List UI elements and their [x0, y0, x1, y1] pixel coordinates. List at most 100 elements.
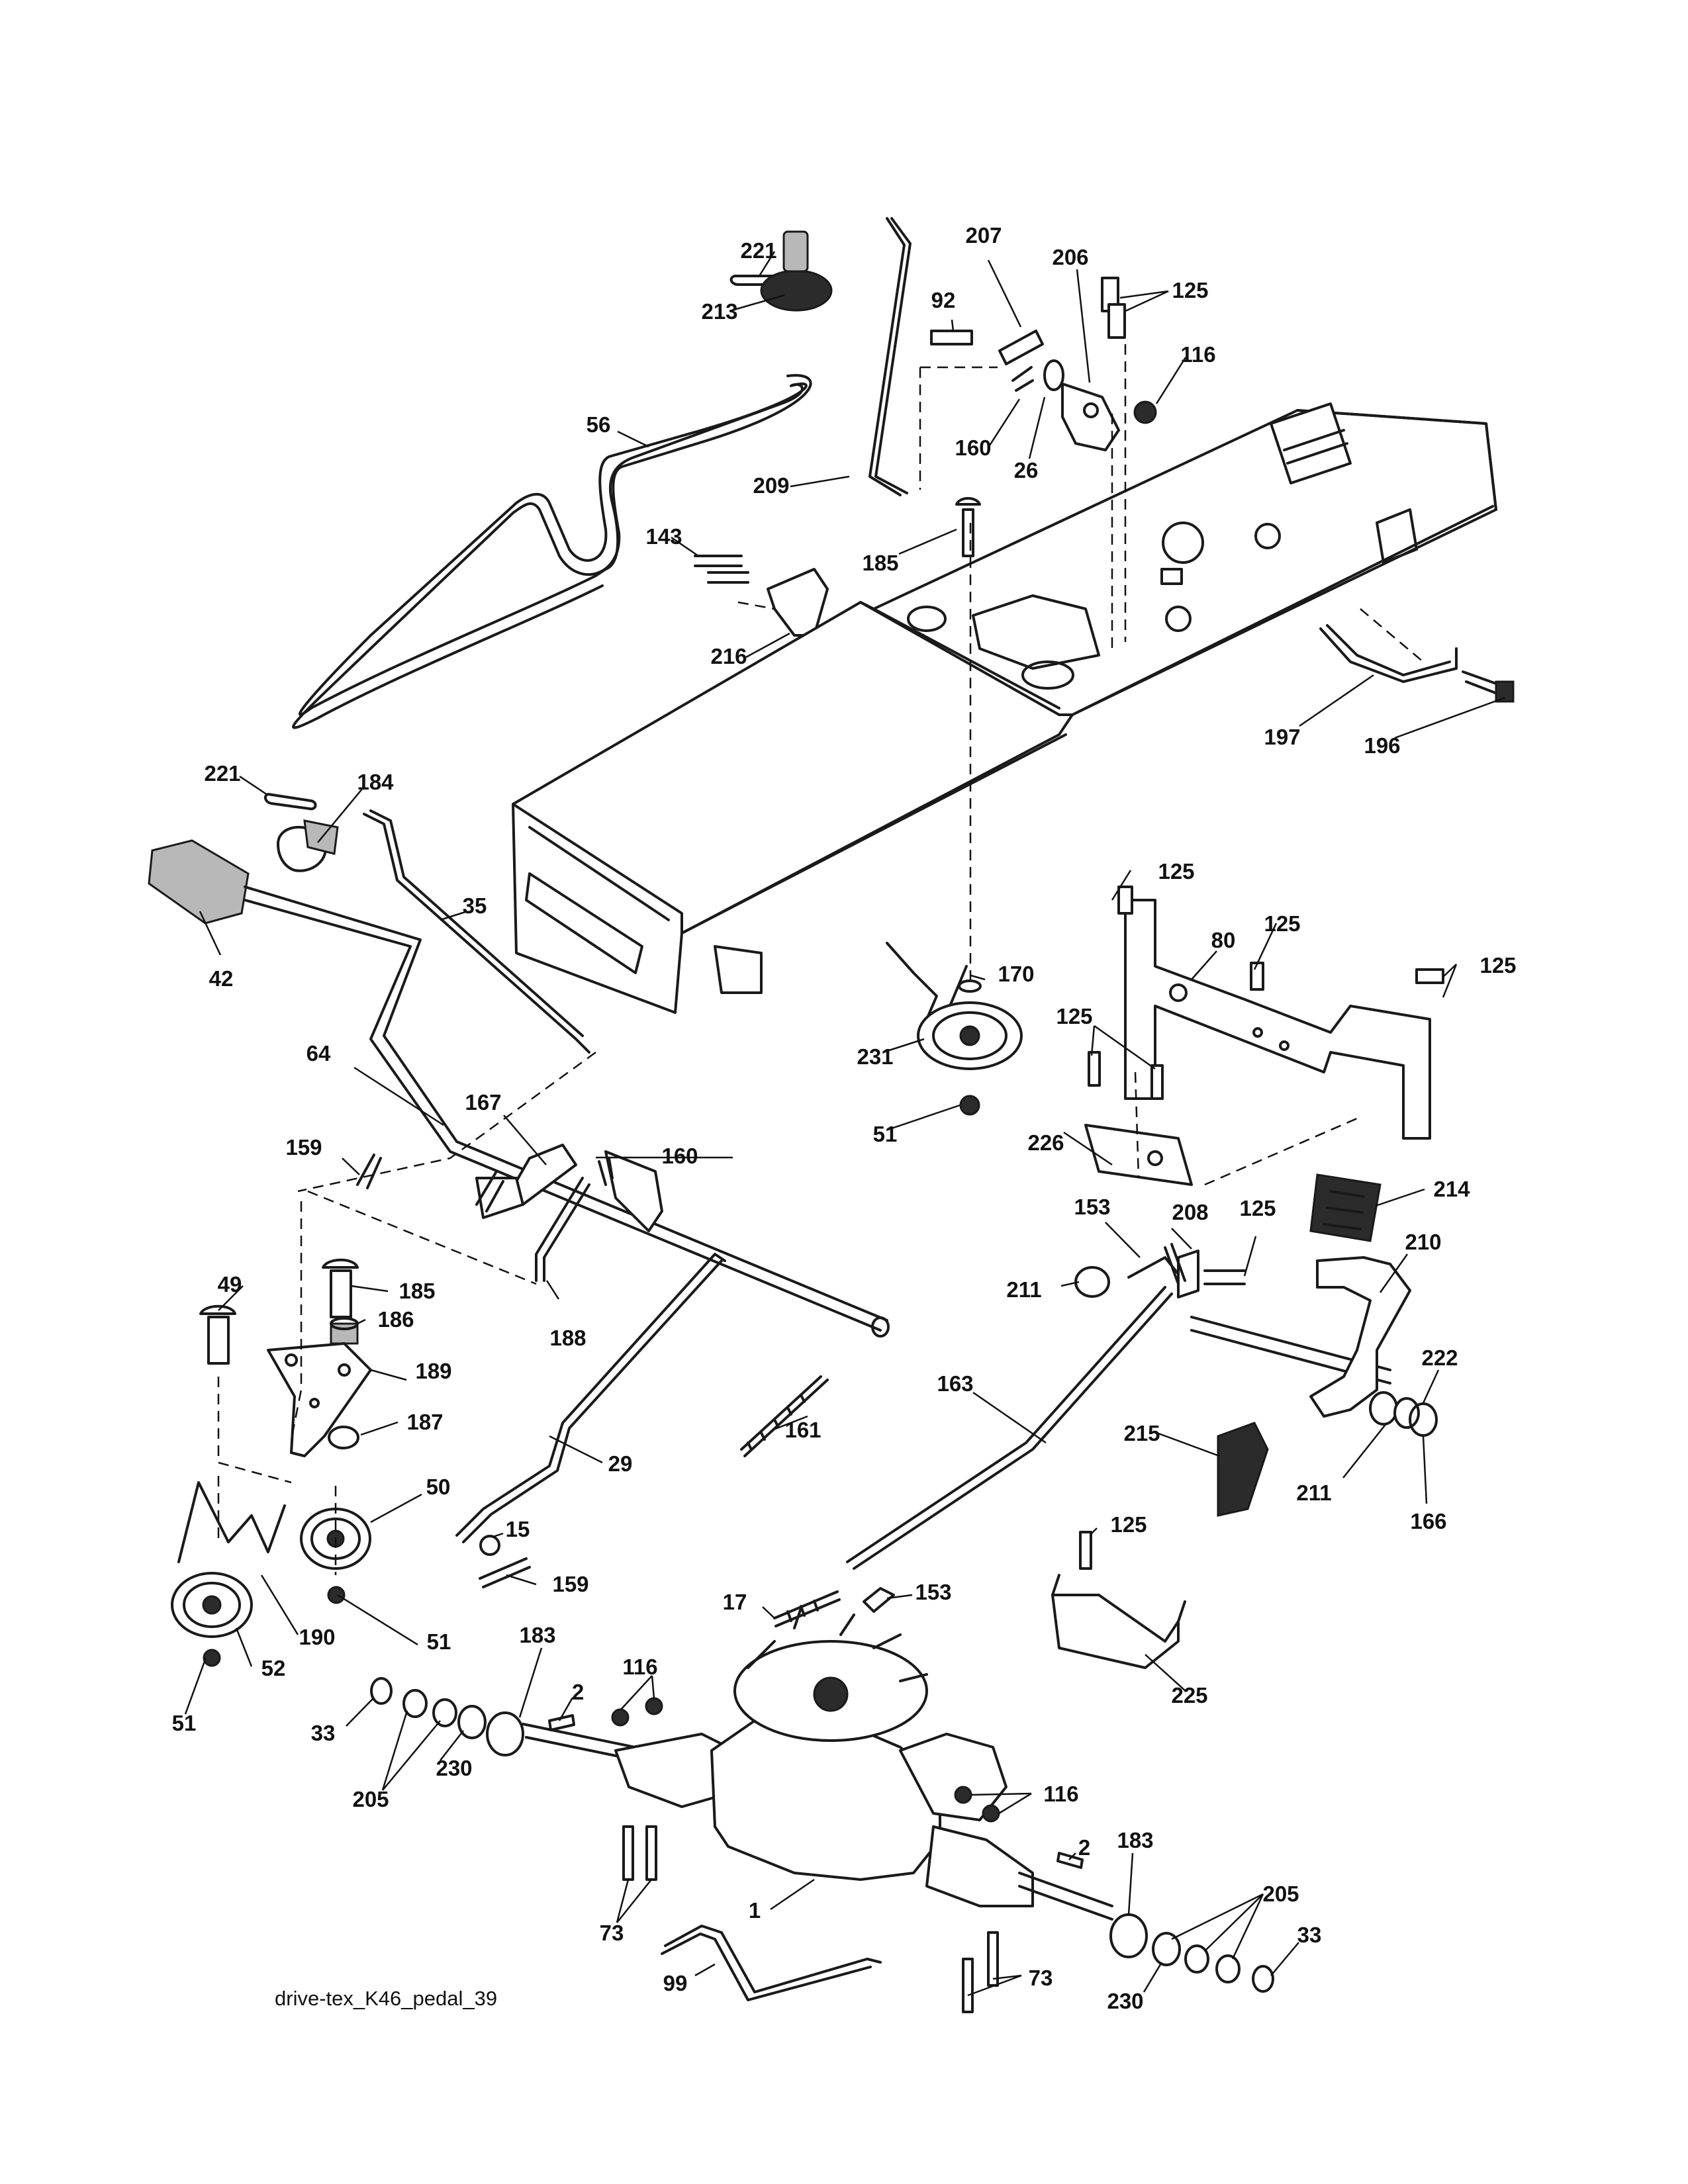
callout-160-mid: 160 — [661, 1144, 698, 1168]
drive-belt-part — [292, 374, 812, 729]
lift-lever-rod-part — [868, 217, 912, 496]
diagram-caption: drive-tex_K46_pedal_39 — [275, 1987, 497, 2010]
callout-33-left: 33 — [311, 1721, 336, 1745]
callout-205-right: 205 — [1262, 1882, 1299, 1906]
callout-64: 64 — [306, 1041, 331, 1066]
extension-spring-part — [740, 1375, 829, 1457]
callout-125-e: 125 — [1056, 1004, 1092, 1028]
callout-1: 1 — [749, 1898, 761, 1923]
callout-183-left: 183 — [519, 1623, 555, 1647]
assembly-lines — [217, 344, 1424, 1575]
callout-125-d: 125 — [1479, 953, 1516, 978]
callout-29: 29 — [608, 1451, 633, 1476]
mounting-bracket-part — [694, 555, 829, 637]
callout-2-left: 2 — [572, 1680, 584, 1704]
linkage-rod-part — [535, 1177, 590, 1282]
callout-210: 210 — [1405, 1230, 1441, 1254]
shift-lever-end — [871, 1316, 890, 1338]
callout-207: 207 — [965, 223, 1002, 248]
brake-pedal-part — [1309, 1173, 1438, 1437]
callout-226: 226 — [1027, 1130, 1064, 1155]
callout-125-f: 125 — [1239, 1196, 1276, 1220]
brake-rod-part — [455, 1253, 726, 1543]
callout-99: 99 — [663, 1971, 688, 1995]
callout-73-right: 73 — [1029, 1966, 1053, 1990]
return-spring-part — [773, 1590, 841, 1627]
callout-213: 213 — [701, 299, 737, 324]
callout-159-lower: 159 — [552, 1572, 588, 1596]
callout-187: 187 — [406, 1410, 443, 1434]
callout-231: 231 — [857, 1044, 893, 1069]
callout-125-c: 125 — [1264, 911, 1300, 936]
callout-2-right: 2 — [1078, 1835, 1090, 1860]
transaxle-part — [522, 1607, 1113, 1921]
callout-188: 188 — [549, 1326, 586, 1350]
rod-end-washer — [479, 1535, 500, 1556]
callout-214: 214 — [1433, 1177, 1470, 1201]
callout-221-top: 221 — [740, 238, 776, 263]
callout-186: 186 — [377, 1307, 414, 1332]
callout-125-b: 125 — [1158, 859, 1194, 884]
callout-labels: 221 213 207 92 206 125 116 56 160 26 209… — [172, 223, 1517, 2013]
callout-230-right: 230 — [1107, 1989, 1143, 2013]
callout-185-left: 185 — [399, 1279, 435, 1303]
pedal-pad-part — [1217, 1422, 1269, 1517]
callout-52: 52 — [261, 1656, 286, 1680]
callout-222: 222 — [1421, 1345, 1458, 1370]
control-rod-part — [363, 809, 590, 1054]
callout-208: 208 — [1172, 1200, 1208, 1224]
callout-230-left: 230 — [436, 1756, 472, 1780]
hand-grip-part — [148, 839, 250, 925]
carriage-bolt-part — [955, 497, 981, 557]
callout-51-mid: 51 — [427, 1629, 451, 1654]
callout-189: 189 — [415, 1359, 451, 1383]
callout-190: 190 — [299, 1625, 335, 1649]
callout-49: 49 — [218, 1272, 242, 1297]
clevis-pin-part — [356, 1154, 382, 1189]
callout-184: 184 — [357, 770, 394, 794]
callout-206: 206 — [1052, 245, 1088, 269]
callout-211-upper: 211 — [1006, 1277, 1041, 1302]
callout-51-pulley: 51 — [873, 1122, 898, 1146]
callout-51-lower: 51 — [172, 1711, 197, 1735]
callout-116-left: 116 — [622, 1655, 657, 1679]
callout-116-right: 116 — [1043, 1782, 1078, 1806]
heat-shield-part — [1051, 1531, 1186, 1669]
pedal-pivot-part — [1074, 1243, 1391, 1385]
callout-26: 26 — [1014, 458, 1039, 482]
pedal-link-rod-part — [846, 1286, 1173, 1570]
idler-pulley-part-2 — [171, 1481, 286, 1667]
shift-bracket-part — [475, 1144, 663, 1232]
pedal-mount-plate-part — [1084, 886, 1444, 1186]
callout-153-upper: 153 — [1074, 1195, 1110, 1219]
callout-33-right: 33 — [1297, 1923, 1322, 1947]
callout-50: 50 — [426, 1475, 451, 1499]
callout-183-right: 183 — [1117, 1828, 1153, 1852]
callout-197: 197 — [1264, 725, 1300, 749]
callout-225: 225 — [1171, 1683, 1207, 1707]
frame-chassis-part — [512, 402, 1497, 1014]
callout-153-lower: 153 — [915, 1580, 951, 1604]
cotter-pin-part — [863, 1587, 895, 1613]
right-axle-hardware-part — [1109, 1913, 1274, 1993]
flange-nut-part — [611, 1697, 1000, 1823]
callout-163: 163 — [937, 1371, 973, 1396]
callout-92: 92 — [931, 288, 956, 312]
callout-35: 35 — [463, 893, 487, 918]
callout-159-upper: 159 — [285, 1135, 322, 1160]
callout-17: 17 — [723, 1590, 747, 1614]
callout-15: 15 — [506, 1517, 530, 1541]
callout-116-top: 116 — [1180, 342, 1215, 367]
callout-73-left: 73 — [600, 1921, 624, 1945]
callout-170: 170 — [998, 962, 1034, 986]
callout-161: 161 — [784, 1418, 821, 1442]
callout-209: 209 — [753, 473, 789, 498]
callout-221-left: 221 — [204, 761, 240, 786]
callout-205-left: 205 — [352, 1787, 389, 1811]
callout-215: 215 — [1123, 1421, 1160, 1445]
leader-lines — [184, 251, 1506, 1997]
shift-lever-part — [244, 886, 888, 1332]
callout-42: 42 — [209, 966, 234, 991]
callout-166: 166 — [1410, 1509, 1446, 1533]
callout-80: 80 — [1211, 928, 1236, 952]
